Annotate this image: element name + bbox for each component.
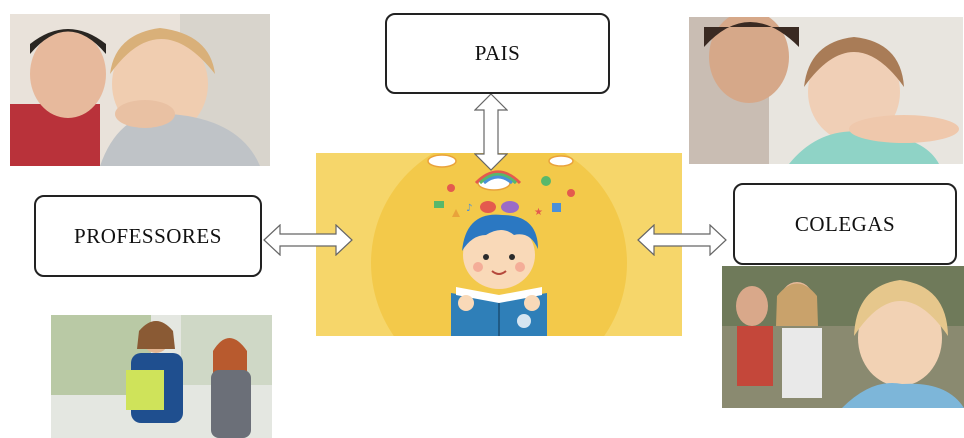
box-professores-label: PROFESSORES xyxy=(74,223,222,248)
center-illustration-boy-reading: ♪ ★ xyxy=(316,153,682,336)
box-pais-label: PAIS xyxy=(474,41,521,65)
box-pais: PAIS xyxy=(385,13,610,94)
box-colegas: COLEGAS xyxy=(733,183,957,265)
photo-sad-girl-with-peers xyxy=(722,266,964,408)
svg-text:♪: ♪ xyxy=(466,203,472,214)
photo-mother-with-sad-girl xyxy=(689,17,963,164)
photo-parent-comforting-child xyxy=(10,14,270,166)
double-arrow-left xyxy=(263,224,353,256)
photo-teacher-with-student xyxy=(51,315,272,438)
svg-text:★: ★ xyxy=(534,207,543,218)
double-arrow-right xyxy=(637,224,727,256)
box-professores: PROFESSORES xyxy=(34,195,262,277)
box-colegas-label: COLEGAS xyxy=(794,211,896,236)
double-arrow-vertical xyxy=(474,93,508,171)
